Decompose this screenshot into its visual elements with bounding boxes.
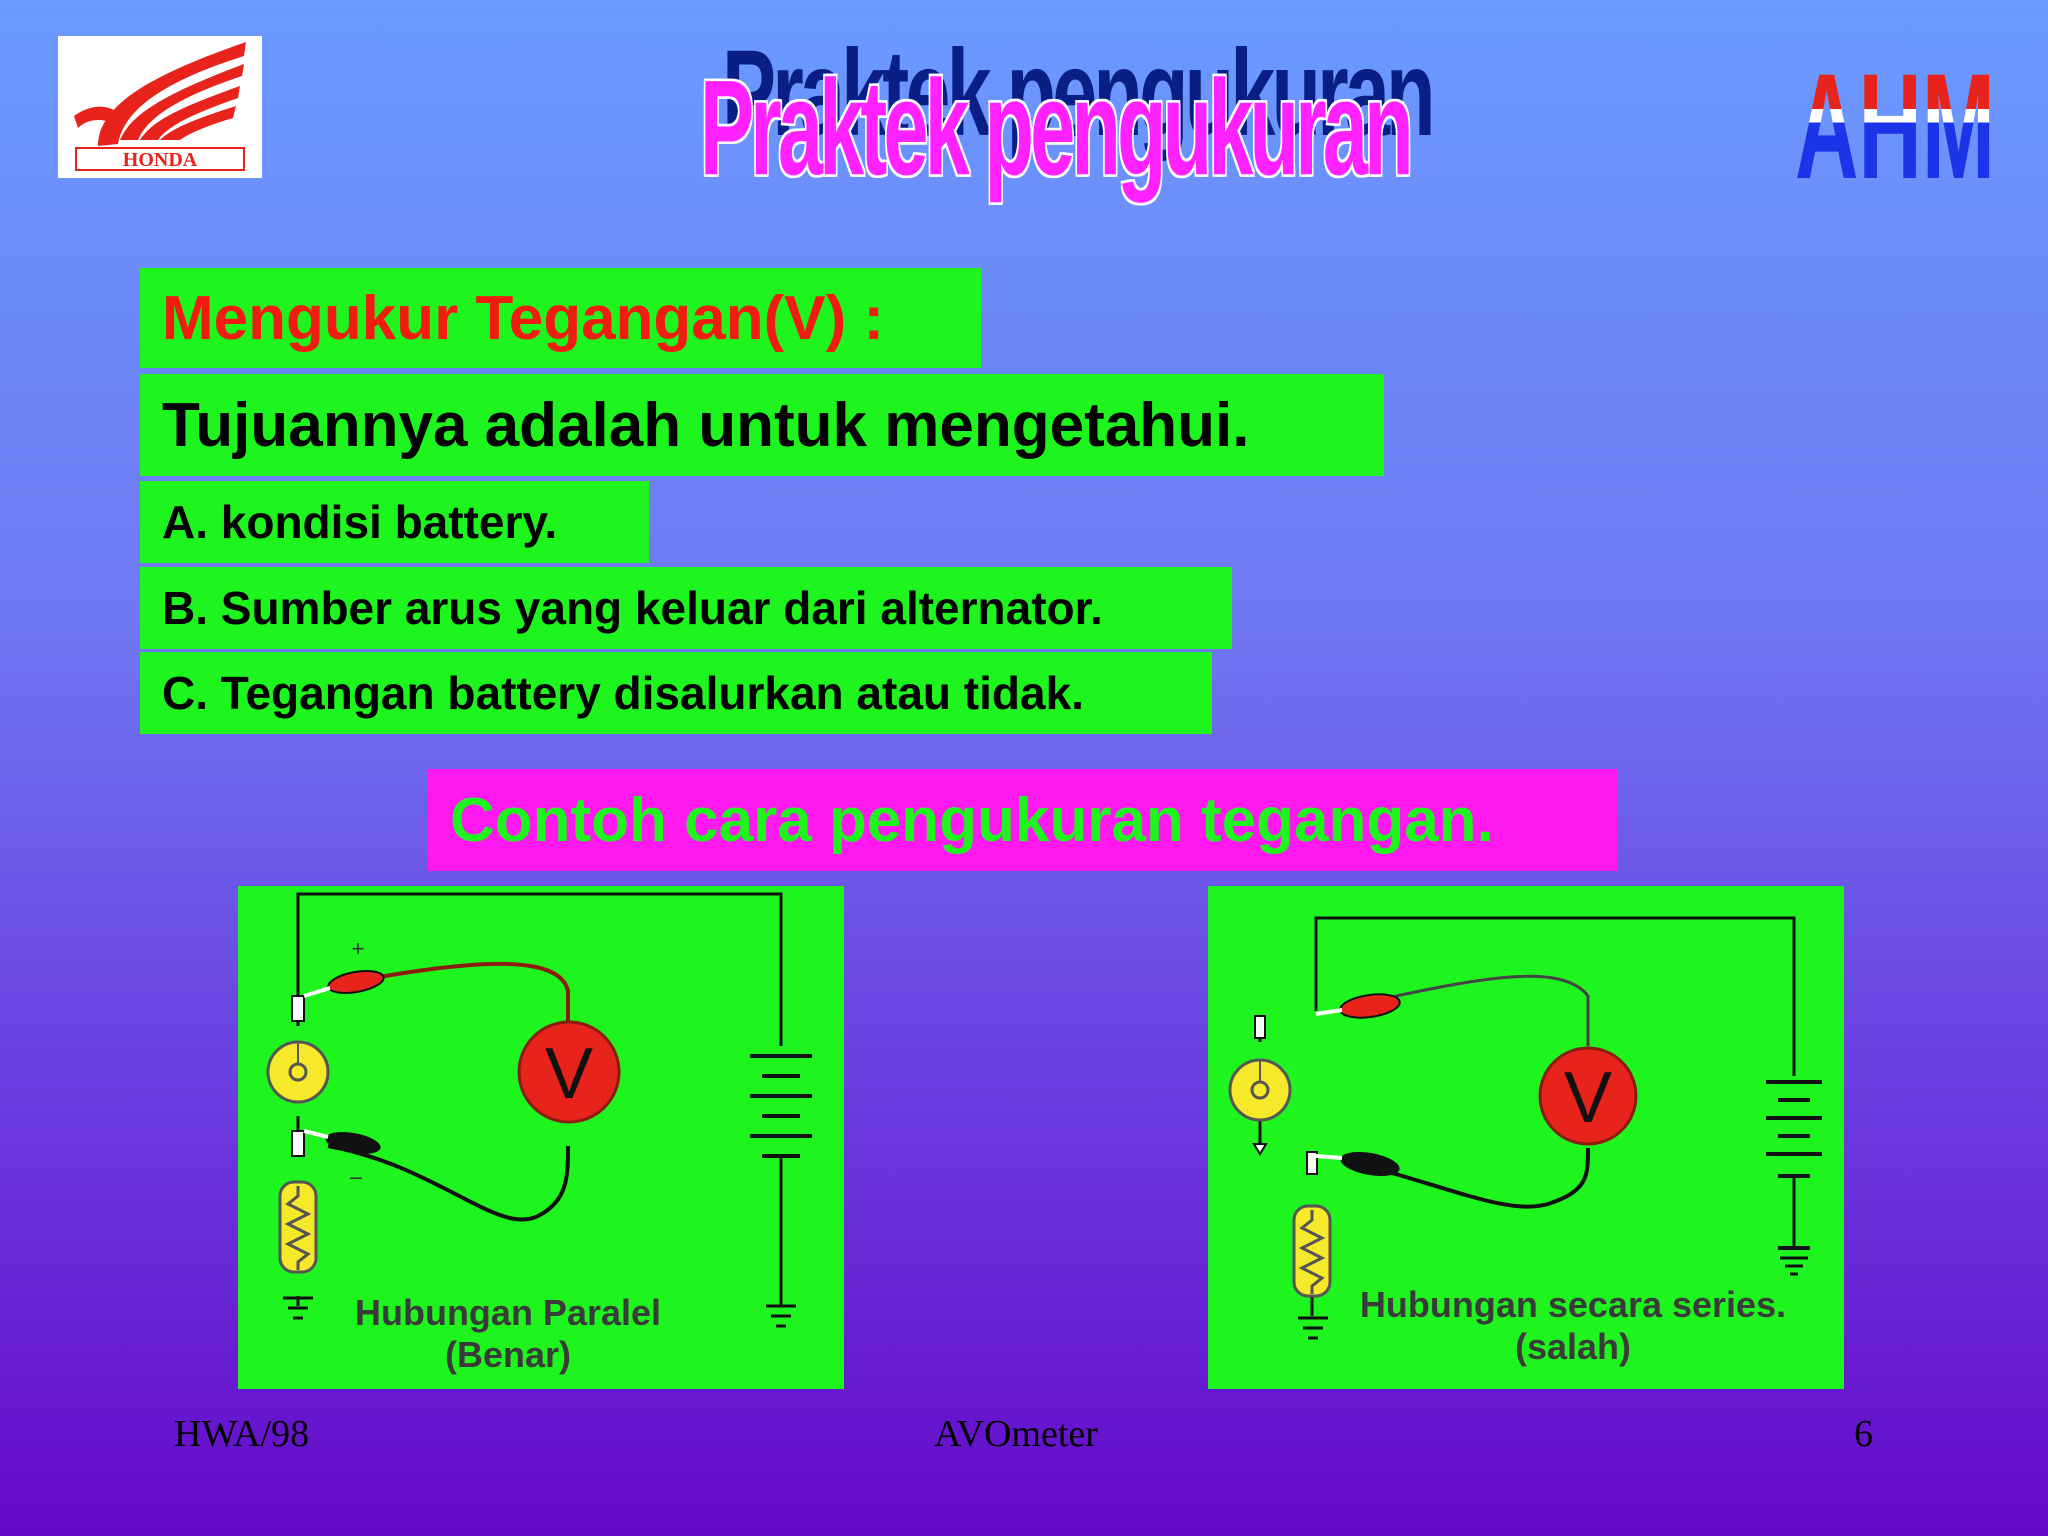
parallel-circuit-diagram: V + – Hubungan Paralel (Benar) [238,886,844,1389]
red-probe-icon [1315,993,1401,1019]
list-item-text: B. Sumber arus yang keluar dari alternat… [162,582,1103,634]
footer-center: AVOmeter [934,1413,1098,1455]
caption-line-1: Hubungan secara series. [1359,1284,1787,1325]
series-circuit-svg: V [1228,916,1822,1340]
black-probe-icon [1315,1151,1400,1177]
lamp-icon [266,1040,330,1104]
purpose-box: Tujuannya adalah untuk mengetahui. [140,374,1384,476]
list-item: B. Sumber arus yang keluar dari alternat… [140,567,1232,649]
caption-line-2: (Benar) [444,1334,572,1375]
plus-sign: + [352,936,365,961]
footer-left: HWA/98 [174,1413,310,1455]
diagram-caption: Hubungan secara series. (salah) [1328,1284,1818,1368]
caption-line-2: (salah) [1514,1326,1632,1367]
ground-icon [1298,1256,1808,1340]
resistor-icon [278,1180,318,1274]
parallel-circuit-svg: V + – [266,892,812,1328]
ahm-logo-text: AHM [1795,42,1995,186]
diagram-caption: Hubungan Paralel (Benar) [328,1292,688,1376]
ahm-logo: AHM [1790,40,2000,210]
example-heading-text: Contoh cara pengukuran tegangan. [450,785,1494,855]
list-item: C. Tegangan battery disalurkan atau tida… [140,652,1212,734]
title-shadow: Praktek pengukuran [722,25,1436,163]
honda-logo: HONDA [58,36,262,178]
list-item-text: C. Tegangan battery disalurkan atau tida… [162,667,1084,719]
series-circuit-diagram: V Hubungan secara series. (salah) [1208,886,1844,1389]
ground-icon [283,1296,796,1328]
battery-icon [750,1054,812,1158]
black-probe-icon [303,1129,381,1154]
example-heading-box: Contoh cara pengukuran tegangan. [428,769,1617,871]
red-probe-icon [303,970,385,998]
lamp-icon [1228,1058,1292,1122]
voltmeter-symbol: V [545,1034,593,1114]
title-text: Praktek pengukuran [700,53,1414,205]
slide-title: Praktek pengukuran Praktek pengukuran [690,25,1436,232]
caption-line-1: Hubungan Paralel [354,1292,662,1333]
battery-icon [1766,1080,1822,1250]
minus-sign: – [350,1164,363,1189]
list-item-text: A. kondisi battery. [162,496,558,548]
resistor-icon [1292,1204,1332,1298]
page-number: 6 [1854,1413,1873,1455]
voltmeter-icon: V [517,1020,621,1124]
voltmeter-symbol: V [1564,1058,1612,1138]
purpose-text: Tujuannya adalah untuk mengetahui. [162,390,1250,460]
voltmeter-icon: V [1538,1046,1638,1146]
heading-box: Mengukur Tegangan(V) : [140,268,981,368]
honda-logo-text: HONDA [123,149,198,171]
heading-text: Mengukur Tegangan(V) : [162,283,885,353]
list-item: A. kondisi battery. [140,481,649,563]
